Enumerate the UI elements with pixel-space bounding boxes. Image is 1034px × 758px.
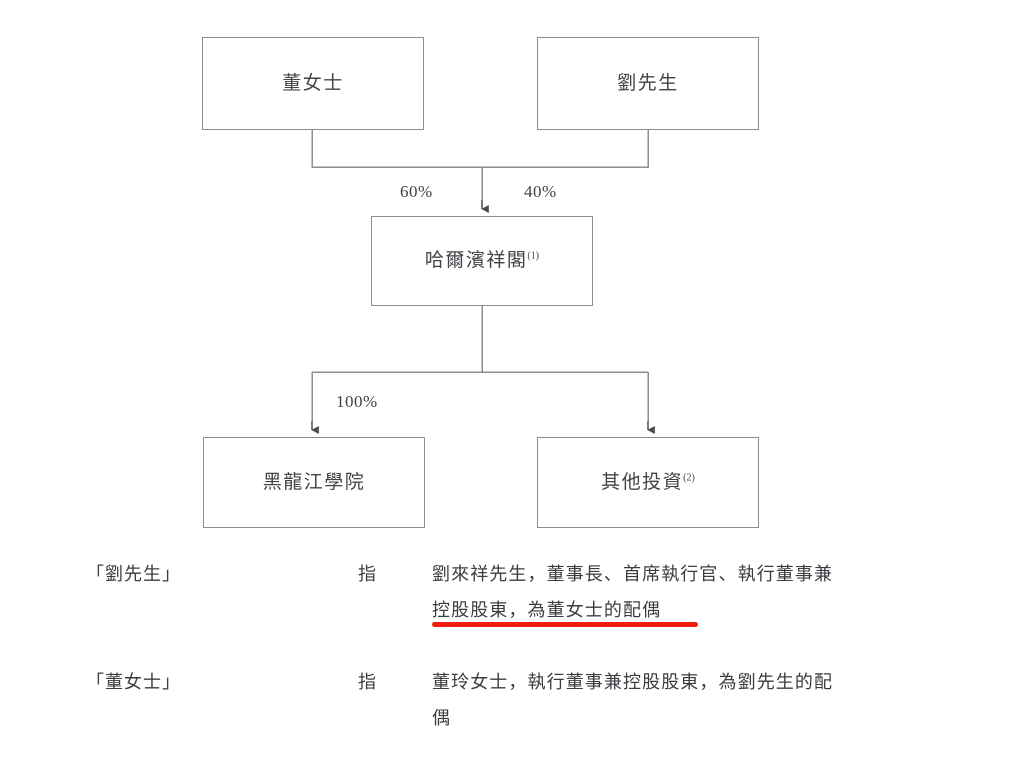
node-footnote-marker: (1)	[527, 250, 540, 262]
node-label: 哈爾濱祥閣(1)	[425, 249, 539, 273]
edge-label-40-percent: 40%	[524, 182, 557, 201]
node-liu-mister[interactable]: 劉先生	[537, 37, 759, 130]
node-label: 其他投資(2)	[601, 471, 695, 495]
definition-term: 「董女士」	[86, 672, 181, 692]
definition-body: 董玲女士，執行董事兼控股股東，為劉先生的配 偶	[432, 664, 894, 736]
definition-line: 劉來祥先生，董事長、首席執行官、執行董事兼	[432, 564, 834, 584]
node-other-investments[interactable]: 其他投資(2)	[537, 437, 759, 528]
node-label: 黑龍江學院	[262, 471, 366, 493]
definition-line-highlighted: 控股股東，為董女士的配偶	[432, 592, 894, 628]
shareholding-structure-chart: 董女士 劉先生 哈爾濱祥閣(1) 黑龍江學院 其他投資(2) 60% 40% 1…	[202, 37, 759, 528]
node-heilongjiang-college[interactable]: 黑龍江學院	[203, 437, 425, 528]
definition-connector: 指	[358, 672, 377, 692]
definition-term: 「劉先生」	[86, 564, 181, 584]
definition-row-liu: 「劉先生」 指 劉來祥先生，董事長、首席執行官、執行董事兼 控股股東，為董女士的…	[0, 556, 1034, 628]
node-label: 董女士	[282, 72, 344, 94]
definition-row-dong: 「董女士」 指 董玲女士，執行董事兼控股股東，為劉先生的配 偶	[0, 664, 1034, 736]
node-harbin-xiangge[interactable]: 哈爾濱祥閣(1)	[371, 216, 593, 306]
edge-label-60-percent: 60%	[400, 182, 433, 201]
node-footnote-marker: (2)	[683, 472, 695, 484]
node-label-text: 其他投資	[601, 471, 684, 493]
node-label-text: 哈爾濱祥閣	[424, 250, 528, 272]
definition-line: 偶	[432, 708, 452, 728]
definitions-list: 「劉先生」 指 劉來祥先生，董事長、首席執行官、執行董事兼 控股股東，為董女士的…	[0, 556, 1034, 758]
definition-body: 劉來祥先生，董事長、首席執行官、執行董事兼 控股股東，為董女士的配偶	[432, 556, 894, 628]
node-label: 劉先生	[617, 72, 679, 94]
node-dong-lady[interactable]: 董女士	[202, 37, 424, 130]
definition-line: 董玲女士，執行董事兼控股股東，為劉先生的配	[432, 672, 834, 692]
edge-label-100-percent: 100%	[336, 392, 378, 411]
definition-connector: 指	[358, 564, 377, 584]
